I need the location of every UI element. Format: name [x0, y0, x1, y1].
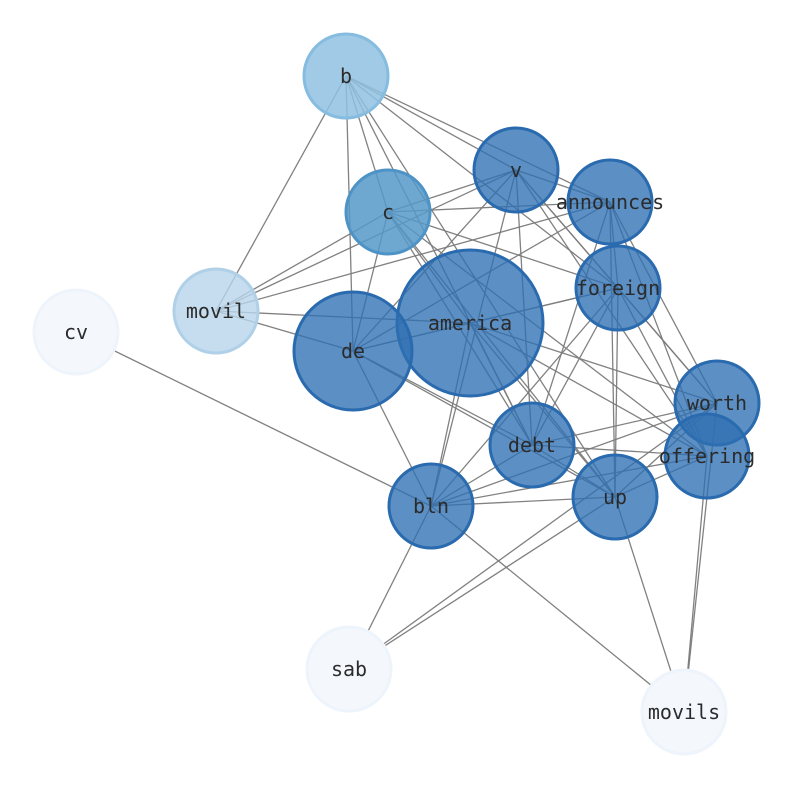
edge-bln-movils: [430, 505, 685, 713]
node-label-announces: announces: [556, 190, 664, 214]
edge-b-announces: [345, 75, 611, 203]
node-label-debt: debt: [508, 433, 556, 457]
node-circle-up: [571, 453, 659, 541]
node-circle-de: [292, 290, 414, 412]
node-circle-c: [344, 168, 432, 256]
node-c: c: [344, 168, 432, 256]
node-label-offering: offering: [659, 444, 755, 468]
node-bln: bln: [387, 462, 475, 550]
node-label-up: up: [603, 485, 627, 509]
edge-cv-bln: [75, 331, 432, 507]
node-label-v: v: [510, 158, 522, 182]
node-circle-cv: [32, 288, 120, 376]
node-label-cv: cv: [64, 320, 88, 344]
node-debt: debt: [488, 401, 576, 489]
node-circle-announces: [566, 158, 654, 246]
node-circle-debt: [488, 401, 576, 489]
node-cv: cv: [32, 288, 120, 376]
node-label-bln: bln: [413, 494, 449, 518]
node-label-worth: worth: [687, 391, 747, 415]
node-label-b: b: [340, 64, 352, 88]
node-announces: announces: [556, 158, 664, 246]
node-label-movil: movil: [186, 299, 246, 323]
node-label-sab: sab: [331, 657, 367, 681]
edge-announces-movil: [215, 201, 611, 312]
node-foreign: foreign: [574, 244, 662, 332]
edge-c-offering: [387, 211, 708, 457]
node-circle-bln: [387, 462, 475, 550]
node-circle-b: [302, 32, 390, 120]
node-circle-movils: [640, 668, 728, 756]
node-circle-movil: [172, 267, 260, 355]
edge-up-sab: [348, 496, 616, 670]
node-circle-offering: [663, 412, 751, 500]
node-circle-foreign: [574, 244, 662, 332]
node-circle-sab: [305, 625, 393, 713]
node-circle-v: [472, 126, 560, 214]
node-offering: offering: [659, 412, 755, 500]
nodes-layer: b v c announces foreign movil cv america de worth…: [32, 32, 761, 756]
node-b: b: [302, 32, 390, 120]
node-label-movils: movils: [648, 700, 720, 724]
node-label-foreign: foreign: [576, 276, 660, 300]
node-movil: movil: [172, 267, 260, 355]
edge-b-movil: [215, 75, 347, 312]
node-movils: movils: [640, 668, 728, 756]
edge-foreign-bln: [430, 287, 619, 507]
node-label-america: america: [428, 311, 512, 335]
node-de: de: [292, 290, 414, 412]
node-label-c: c: [382, 200, 394, 224]
node-up: up: [571, 453, 659, 541]
edge-offering-bln: [430, 455, 708, 507]
node-america: america: [395, 248, 545, 398]
node-label-de: de: [341, 339, 365, 363]
edge-worth-sab: [348, 402, 718, 670]
node-sab: sab: [305, 625, 393, 713]
node-v: v: [472, 126, 560, 214]
